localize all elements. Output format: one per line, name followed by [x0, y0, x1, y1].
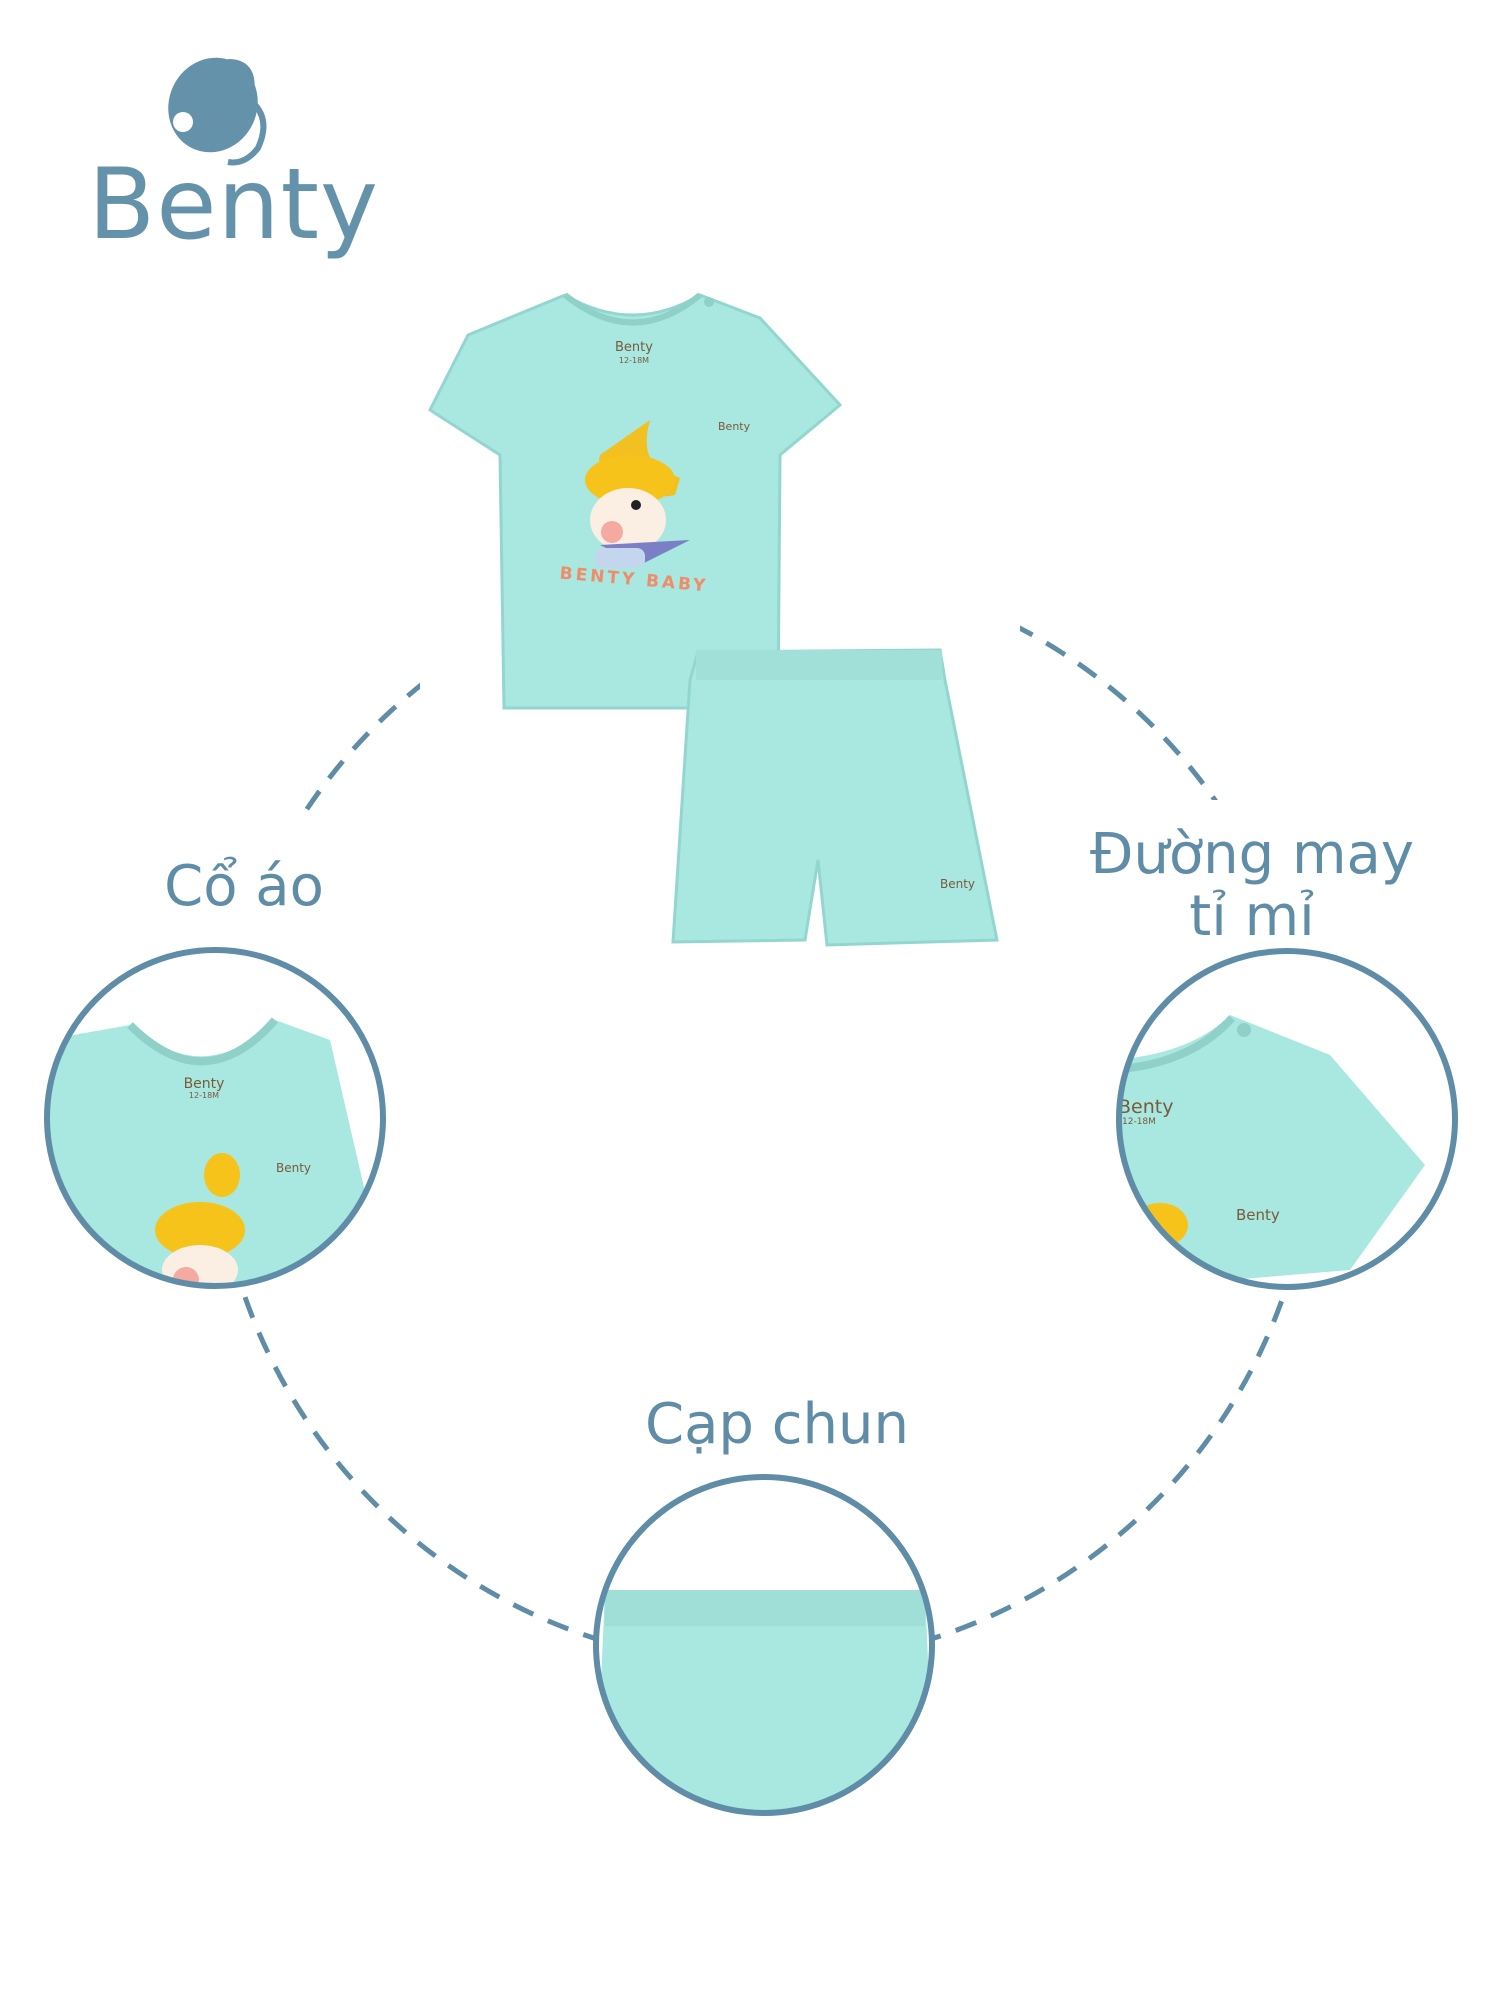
shorts-image: Benty	[671, 648, 999, 947]
chest-print: Benty	[718, 420, 751, 433]
collar-zoom-image: Benty 12-18M Benty	[47, 950, 383, 1286]
svg-text:Benty: Benty	[1118, 1096, 1173, 1118]
brand-logo-text: Benty	[88, 148, 380, 262]
feature-label-seam-line2: tỉ mỉ	[1189, 884, 1315, 949]
butterfly-b-logo-icon	[168, 57, 267, 166]
feature-label-seam: Đường may tỉ mỉ	[1052, 824, 1452, 948]
svg-text:Benty: Benty	[1236, 1206, 1280, 1224]
feature-label-collar: Cổ áo	[164, 854, 324, 919]
feature-label-waistband: Cạp chun	[644, 1392, 910, 1457]
neck-label-size: 12-18M	[619, 356, 649, 365]
svg-text:12-18M: 12-18M	[189, 1091, 219, 1100]
feature-label-seam-line1: Đường may	[1090, 822, 1414, 887]
collar-zoom-frame	[44, 947, 386, 1289]
waistband-zoom-frame	[593, 1474, 935, 1816]
svg-text:Benty: Benty	[184, 1076, 225, 1092]
seam-zoom-image: Benty 12-18M Benty	[1118, 951, 1455, 1287]
seam-zoom-frame	[1116, 948, 1458, 1290]
tshirt-image: Benty 12-18M Benty BENTY BABY	[428, 292, 843, 710]
waistband-zoom-image	[596, 1477, 932, 1813]
shorts-print: Benty	[940, 877, 975, 891]
svg-text:Benty: Benty	[276, 1161, 311, 1175]
neck-label-brand: Benty	[615, 340, 653, 355]
svg-text:12-18M: 12-18M	[1122, 1117, 1156, 1127]
